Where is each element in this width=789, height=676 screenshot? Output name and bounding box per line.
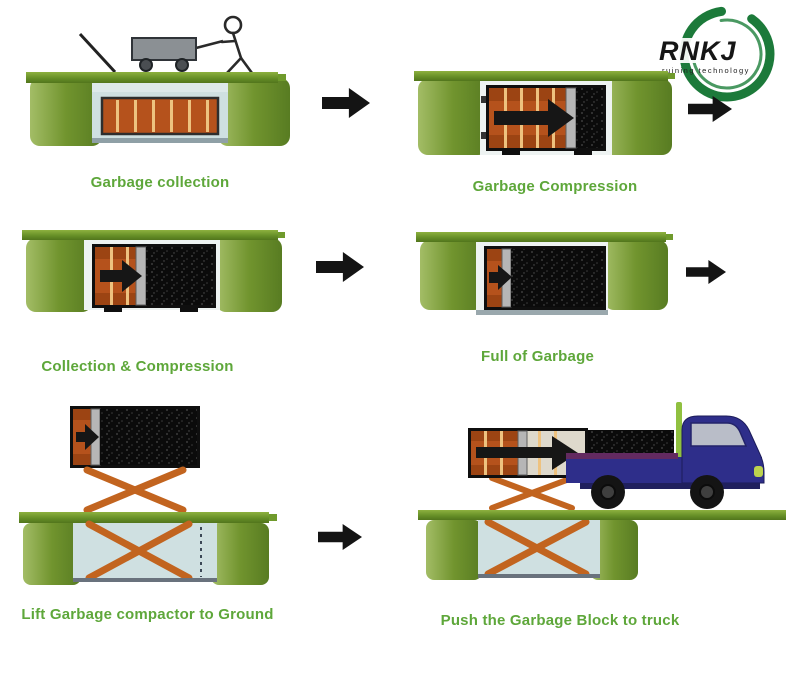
pit-right-pillar <box>211 523 269 585</box>
push-ram-arrow-icon <box>76 424 99 450</box>
scissor-lift-upper <box>489 475 575 511</box>
scissor-lift-lower <box>484 518 590 578</box>
garbage-block <box>511 249 603 307</box>
truck-headlight <box>754 466 763 477</box>
step1-caption: Garbage collection <box>90 174 230 191</box>
scissor-lift-lower <box>85 520 193 582</box>
pit-left-pillar <box>26 238 92 312</box>
push-ram-arrow-icon <box>476 436 578 470</box>
step4-caption: Full of Garbage <box>480 348 594 365</box>
underground-pit <box>30 78 290 146</box>
step1-illustration <box>26 15 290 146</box>
compactor-top-view <box>92 244 216 312</box>
pit-right-pillar <box>218 78 290 146</box>
ground-slab <box>19 512 277 523</box>
pit-right-pillar <box>604 240 668 310</box>
chute-stick <box>78 32 117 74</box>
person-figure <box>220 15 254 75</box>
push-ram-arrow-icon <box>494 99 574 137</box>
step4-illustration <box>416 232 673 315</box>
ground-slab <box>22 230 285 240</box>
garbage-truck <box>586 402 682 458</box>
pit-left-pillar <box>30 78 102 146</box>
pit-left-pillar <box>426 520 482 580</box>
logo-brand-text: RNKJ <box>659 36 737 66</box>
step6-caption: Push the Garbage Block to truck <box>440 612 680 629</box>
compactor-top-view <box>484 246 606 314</box>
flow-arrow-icon <box>318 524 362 550</box>
compactor-side-view <box>100 96 220 136</box>
truck-headboard-post <box>676 402 682 458</box>
pit-left-pillar <box>23 523 81 585</box>
ground-slab <box>418 510 786 520</box>
ground-slab <box>26 72 286 83</box>
step3-illustration <box>22 230 285 312</box>
flow-arrow-icon <box>686 260 726 284</box>
truck-wheel <box>690 475 724 509</box>
flow-arrow-icon <box>316 252 364 282</box>
ground-slab <box>416 232 673 242</box>
pit-left-pillar <box>420 240 484 310</box>
step6-illustration <box>418 402 786 580</box>
push-ram-arrow-icon <box>100 260 142 292</box>
scissor-lift-upper <box>83 466 187 514</box>
truck-wheel <box>591 475 625 509</box>
step3-caption: Collection & Compression <box>41 358 234 375</box>
truck-bed-trim <box>566 453 678 459</box>
pit-left-pillar <box>418 79 488 155</box>
flow-arrow-icon <box>322 88 370 118</box>
garbage-block <box>146 247 213 305</box>
garbage-cart <box>131 37 224 72</box>
truck-windshield <box>690 422 748 447</box>
brand-logo: RNKJ ruining technology <box>653 6 775 102</box>
logo-text-backing <box>653 38 741 63</box>
pit-right-pillar <box>216 238 282 312</box>
ground-slab <box>414 71 675 81</box>
push-ram-arrow-icon <box>489 265 512 290</box>
step2-caption: Garbage Compression <box>472 178 638 195</box>
step2-illustration <box>414 71 675 155</box>
garbage-truck-body <box>566 415 765 509</box>
compactor-top-view <box>70 406 200 468</box>
step5-caption: Lift Garbage compactor to Ground <box>21 606 274 623</box>
step5-illustration <box>19 406 277 585</box>
garbage-block <box>100 409 197 465</box>
truck-bed-garbage <box>586 430 674 457</box>
garbage-block <box>576 88 603 148</box>
compactor-top-view <box>481 85 606 155</box>
pit-right-pillar <box>602 79 672 155</box>
pit-right-pillar <box>590 520 638 580</box>
logo-tagline-text: ruining technology <box>662 66 750 75</box>
